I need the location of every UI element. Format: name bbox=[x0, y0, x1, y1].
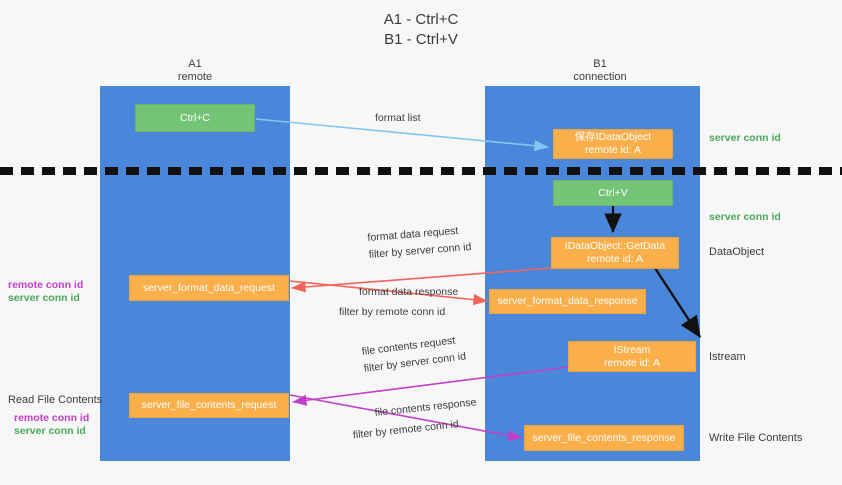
note-write-file-contents: Write File Contents bbox=[709, 432, 803, 444]
box-save-idataobject-line2: remote id: A bbox=[584, 144, 642, 156]
box-istream-line1: IStream bbox=[613, 343, 651, 356]
filter-prefix: filter by bbox=[339, 306, 376, 318]
title-line-2: B1 - Ctrl+V bbox=[384, 31, 458, 48]
box-server-format-data-request-label: server_format_data_request bbox=[143, 281, 275, 294]
filter-key-server-conn-id: server conn id bbox=[405, 240, 472, 259]
label-format-list: format list bbox=[375, 112, 421, 124]
box-server-file-contents-response-label: server_file_contents_response bbox=[532, 431, 676, 444]
label-format-data-request-group: format data request filter by server con… bbox=[367, 223, 472, 262]
box-ctrl-c[interactable]: Ctrl+C bbox=[135, 104, 255, 132]
box-ctrl-v-label: Ctrl+V bbox=[598, 186, 628, 199]
note-server-conn-id-mid: server conn id bbox=[709, 211, 781, 223]
label-format-data-response-filter: filter by remote conn id bbox=[339, 305, 445, 319]
column-header-a1: A1 remote bbox=[145, 58, 245, 84]
box-istream[interactable]: IStream remote id: A bbox=[568, 341, 696, 372]
filter-key-remote-conn-id: remote conn id bbox=[375, 306, 446, 318]
note-server-conn-id-2: server conn id bbox=[14, 425, 86, 437]
column-b1-subtitle: connection bbox=[573, 71, 627, 83]
note-server-conn-id-top: server conn id bbox=[709, 132, 781, 144]
box-ctrl-v[interactable]: Ctrl+V bbox=[553, 180, 673, 206]
filter-prefix: filter by bbox=[352, 425, 391, 442]
box-idataobject-getdata-line1: IDataObject::GetData bbox=[564, 240, 666, 252]
box-server-format-data-response-label: server_format_data_response bbox=[497, 295, 638, 307]
filter-prefix: filter by bbox=[368, 246, 407, 261]
box-server-file-contents-request[interactable]: server_file_contents_request bbox=[129, 393, 289, 418]
box-server-file-contents-request-label: server_file_contents_request bbox=[141, 399, 277, 411]
label-file-contents-response-group: file contents response filter by remote … bbox=[352, 395, 479, 441]
label-file-contents-response-filter: filter by remote conn id bbox=[352, 415, 479, 442]
column-a1-subtitle: remote bbox=[177, 71, 213, 83]
box-ctrl-c-label: Ctrl+C bbox=[179, 111, 211, 124]
title-line-1: A1 - Ctrl+C bbox=[383, 11, 459, 28]
filter-key-server-conn-id: server conn id bbox=[399, 350, 467, 371]
box-server-format-data-response[interactable]: server_format_data_response bbox=[489, 289, 646, 314]
note-server-conn-id-1: server conn id bbox=[8, 292, 80, 304]
box-save-idataobject[interactable]: 保存IDataObject remote id: A bbox=[553, 129, 673, 159]
diagram-title: A1 - Ctrl+C B1 - Ctrl+V bbox=[0, 10, 842, 50]
note-remote-conn-id-2: remote conn id bbox=[14, 412, 90, 424]
box-server-file-contents-response[interactable]: server_file_contents_response bbox=[524, 425, 684, 451]
box-idataobject-getdata-line2: remote id: A bbox=[586, 253, 644, 265]
column-a1-name: A1 bbox=[188, 58, 202, 70]
box-server-format-data-request[interactable]: server_format_data_request bbox=[129, 275, 289, 301]
dashed-separator bbox=[0, 167, 842, 175]
note-dataobject: DataObject bbox=[709, 246, 765, 258]
column-header-b1: B1 connection bbox=[550, 58, 650, 84]
note-read-file-contents: Read File Contents bbox=[8, 394, 103, 406]
box-idataobject-getdata[interactable]: IDataObject::GetData remote id: A bbox=[551, 237, 679, 269]
label-file-contents-request-group: file contents request filter by server c… bbox=[361, 332, 467, 375]
filter-key-remote-conn-id: remote conn id bbox=[388, 418, 460, 438]
filter-prefix: filter by bbox=[363, 358, 402, 375]
note-istream: Istream bbox=[709, 351, 746, 363]
note-remote-conn-id-1: remote conn id bbox=[8, 279, 84, 291]
column-b1-name: B1 bbox=[593, 58, 607, 70]
box-save-idataobject-line1: 保存IDataObject bbox=[574, 131, 652, 143]
label-format-data-response: format data response bbox=[359, 286, 459, 298]
box-istream-line2: remote id: A bbox=[603, 356, 661, 369]
